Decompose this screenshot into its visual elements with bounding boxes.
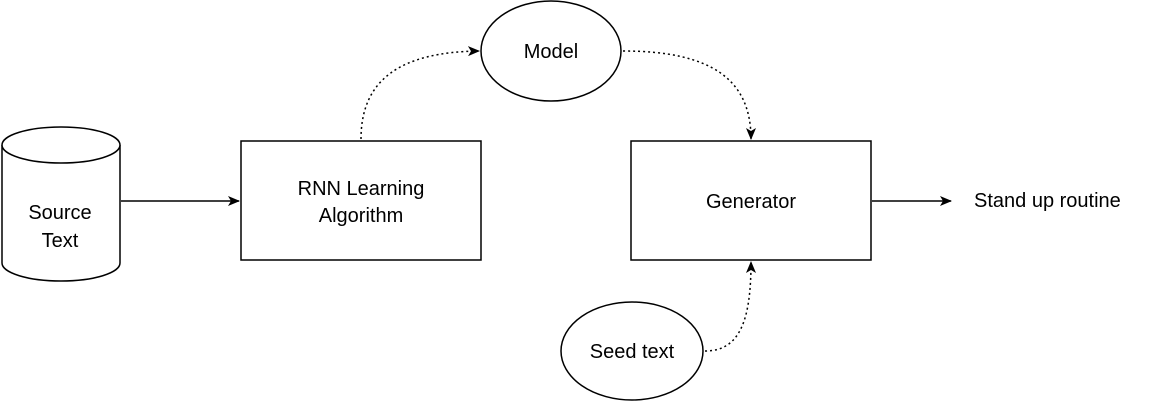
rnn-label-line2: Algorithm [319,205,403,227]
edge-model-to-generator [622,50,756,140]
cylinder-top [1,126,121,164]
source-text-label-line1: Source [28,202,91,224]
seed-text-ellipse: Seed text [560,301,704,401]
generator-label: Generator [706,191,796,213]
model-ellipse-shape [480,0,622,102]
model-ellipse: Model [480,0,622,102]
seed-text-label: Seed text [590,341,675,363]
edge-rnn-to-model [360,46,480,140]
generator-box-rect [630,140,872,261]
stand-up-routine-label: Stand up routine [974,190,1121,212]
rnn-label-line1: RNN Learning [298,178,425,200]
rnn-box-rect [240,140,482,261]
cylinder-body [1,145,121,282]
edge-seed-to-generator [704,261,756,352]
generator-box: Generator [630,140,872,261]
source-text-label-line2: Text [42,230,79,252]
source-text-cylinder: Source Text [1,126,121,282]
seed-ellipse-shape [560,301,704,401]
rnn-learning-algorithm-box: RNN Learning Algorithm [240,140,482,261]
model-label: Model [524,41,578,63]
